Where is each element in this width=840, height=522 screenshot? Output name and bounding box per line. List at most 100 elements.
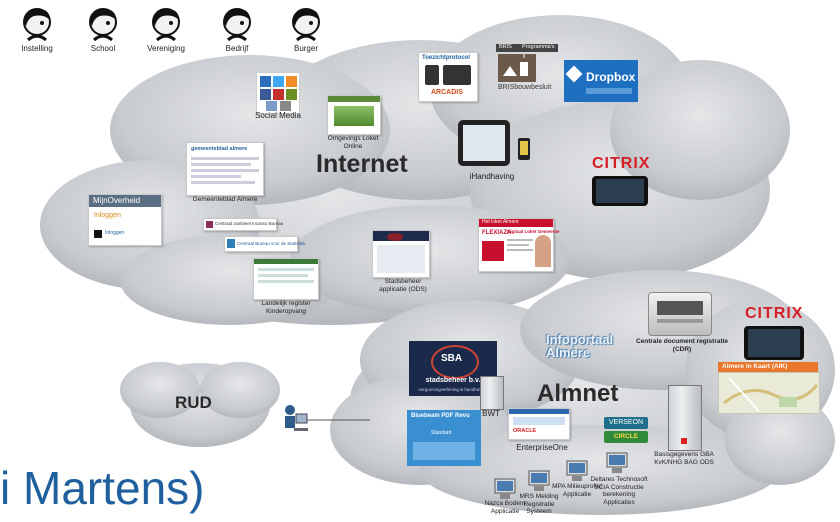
circle-logo[interactable]: CIRCLE	[604, 431, 648, 443]
computer-icon	[566, 460, 588, 481]
user-label: Instelling	[21, 44, 53, 53]
verseon-logo[interactable]: VERSEON	[604, 417, 648, 429]
cdr-caption: Centrale document registratie (CDR)	[635, 338, 729, 353]
loket-header: Het loket Almere	[482, 219, 519, 225]
stadsbeheer-app-caption: Stadsbeheer applicatie (ODS)	[379, 278, 427, 293]
gemeenteblad-caption: Gemeenteblad Almere	[192, 196, 258, 203]
twitter-icon	[273, 76, 284, 87]
rud-cloud-title: RUD	[175, 393, 212, 412]
person-icon	[89, 8, 117, 42]
mrs-label: MRS Melding Registratie Systeem	[519, 493, 559, 515]
person-icon	[292, 8, 320, 42]
verseon-label: VERSEON	[608, 419, 644, 426]
deltares-label: Deltares Technosoft SCIA Constructie ber…	[590, 476, 648, 506]
omgevingsloket-screenshot[interactable]	[327, 95, 381, 135]
house-icon	[498, 54, 536, 82]
basisgegevens-label: Basisgegevens GBA KvK/NHG BAG ODS	[654, 451, 714, 466]
person-icon	[23, 8, 51, 42]
bris-caption: BRISbouwbesluit	[498, 84, 552, 91]
computer-icon	[528, 470, 550, 491]
mpa-label: MPA Milieuprofiel Applicatie	[552, 483, 602, 498]
user-workstation-icon	[285, 405, 308, 431]
bluebeam-card[interactable]: Bluebeam PDF Revu Standard	[407, 410, 481, 466]
cbs-icon	[227, 239, 235, 248]
share-icon	[286, 89, 297, 100]
facebook-icon	[260, 89, 271, 100]
mijnoverheid-login[interactable]: Inloggen	[94, 212, 121, 219]
internet-cloud-title: Internet	[316, 150, 408, 178]
sba-logo: SBA	[441, 353, 463, 364]
omgevingsloket-label: Omgevings Loket Online	[327, 135, 379, 150]
person-photo	[535, 235, 551, 267]
digg-icon	[266, 101, 277, 111]
sba-subtitle: vergunningverlening & handhaving	[418, 387, 488, 392]
bris-header-left: BRIS	[499, 44, 512, 50]
person-icon	[152, 8, 180, 42]
user-school: School	[80, 6, 126, 58]
ipad-icon	[458, 120, 510, 166]
enterprise-screenshot[interactable]: ORACLE	[508, 408, 570, 440]
citrix-logo: CITRIX	[745, 305, 804, 322]
user-label: Burger	[293, 44, 318, 53]
linkedin-icon	[260, 76, 271, 87]
social-media-label: Social Media	[255, 111, 301, 120]
aik-label: Almere in Kaart (AIK)	[722, 363, 788, 370]
lrk-caption: Landelijk register Kinderopvang	[261, 300, 311, 315]
youtube-icon	[273, 89, 284, 100]
phone-icon	[425, 65, 439, 85]
arcadis-logo: ARCADIS	[431, 89, 463, 96]
bwt-server-icon	[480, 376, 504, 410]
circle-label: CIRCLE	[613, 433, 639, 440]
justis-card[interactable]: Centraal Justitieel Incasso Bureau	[203, 218, 283, 231]
loket-logo: FLEXIAZA	[482, 230, 512, 236]
footer-text: i Martens)	[0, 462, 205, 514]
nazca-label: Nazca Bodem Applicatie	[484, 500, 526, 515]
person-icon	[223, 8, 251, 42]
ihandhaving-label: iHandhaving	[469, 172, 515, 181]
digid-icon	[94, 230, 102, 238]
lrk-screenshot[interactable]	[253, 258, 319, 300]
tablet-icon	[443, 65, 471, 85]
basisgegevens-server-icon	[668, 385, 702, 451]
stadsbeheer-app-screenshot[interactable]	[372, 230, 430, 278]
dropbox-label: Dropbox	[586, 70, 636, 84]
user-bedrijf: Bedrijf	[214, 6, 260, 58]
email-icon	[280, 101, 291, 111]
toezichtprotocol-title: Toezichtprotocol	[422, 55, 470, 61]
mijnoverheid-card[interactable]: MijnOverheid Inloggen Inloggen	[88, 194, 162, 246]
bris-header-right: Programma's	[522, 44, 555, 50]
rud-cloud	[120, 362, 280, 447]
user-label: Bedrijf	[225, 44, 249, 53]
cbs-card[interactable]: Centraal Bureau voor de Statistiek	[224, 236, 306, 252]
infoportaal[interactable]: Infoportaal Almere	[546, 333, 624, 363]
user-vereniging: Vereniging	[143, 6, 189, 58]
iphone-icon	[518, 138, 530, 160]
cbs-label: Centraal Bureau voor de Statistiek	[237, 241, 306, 246]
aik-map[interactable]	[718, 372, 820, 414]
almnet-cloud-title: Almnet	[537, 380, 619, 407]
bris-card[interactable]: BRIS Programma's BRISbouwbesluit	[496, 44, 558, 94]
gemeenteblad-screenshot[interactable]: gemeenteblad almere	[186, 142, 264, 196]
oracle-logo: ORACLE	[513, 428, 537, 434]
infoportaal-label: Infoportaal Almere	[546, 332, 614, 360]
sba-title: stadsbeheer b.v.	[425, 377, 481, 384]
scanner-icon	[648, 292, 712, 336]
digitaal-loket-card[interactable]: Het loket Almere FLEXIAZA Digitaal Loket…	[478, 218, 560, 272]
user-instelling: Instelling	[14, 6, 60, 58]
justis-label: Centraal Justitieel Incasso Bureau	[215, 221, 284, 226]
bwt-label: BWT	[482, 409, 500, 418]
bluebeam-title: Bluebeam PDF Revu	[411, 413, 470, 419]
citrix-logo: CITRIX	[592, 155, 651, 172]
dropbox-card[interactable]: Dropbox	[564, 60, 638, 102]
computer-icon	[606, 452, 628, 473]
user-label: Vereniging	[147, 44, 185, 53]
bluebeam-subtitle: Standard	[431, 430, 452, 436]
social-media-icons	[256, 72, 300, 114]
mijnoverheid-link[interactable]: Inloggen	[105, 230, 125, 236]
mijnoverheid-title: MijnOverheid	[93, 196, 141, 205]
toezichtprotocol-card[interactable]: Toezichtprotocol ARCADIS	[418, 52, 478, 102]
rss-icon	[286, 76, 297, 87]
aik-header[interactable]: Almere in Kaart (AIK)	[718, 362, 818, 372]
enterprise-label: EnterpriseOne	[516, 443, 568, 452]
loket-title: Digitaal Loket Gemeente	[507, 229, 560, 234]
